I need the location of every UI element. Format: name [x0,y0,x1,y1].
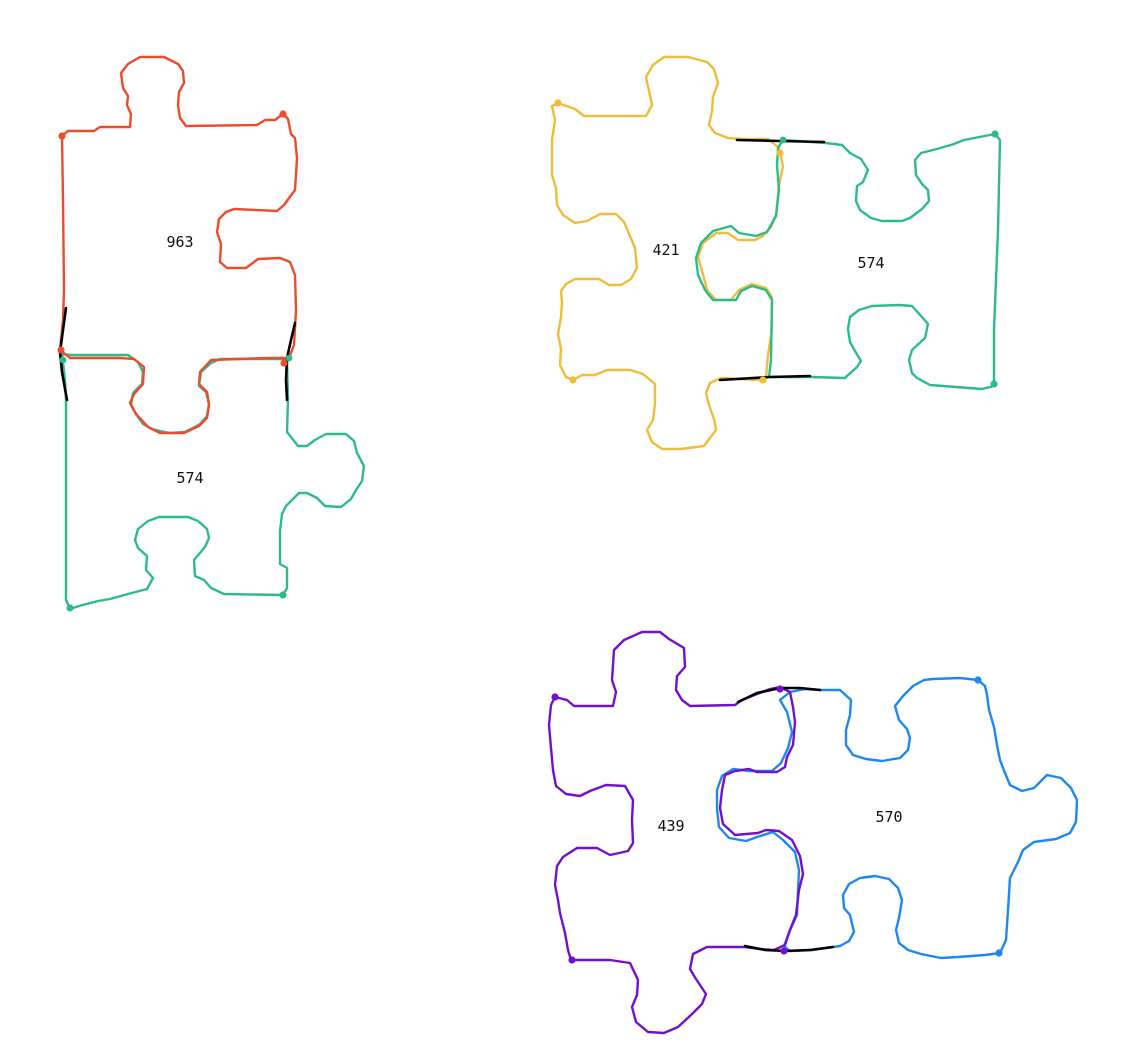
piece-439-outline [547,630,805,1035]
piece-label-963: 963 [166,233,193,251]
corner-dot [779,136,787,144]
piece-570-outline [715,676,1079,960]
corner-dot [285,354,293,362]
corner-dot [569,376,577,384]
corner-dot [568,956,576,964]
corner-dot [995,949,1003,957]
piece-963-outline [58,55,299,435]
corner-dot [280,359,288,367]
corner-dot [776,685,784,693]
corner-dot [279,591,287,599]
piece-574-left-outline [60,352,366,611]
corner-dot [990,380,998,388]
pair-439-570: 439 570 [547,630,1079,1035]
corner-dot [991,130,999,138]
corner-dot [759,376,767,384]
corner-dot [551,693,559,701]
corner-dot [59,356,67,364]
corner-dot [58,132,66,140]
piece-574-right-outline [694,132,1002,391]
corner-dot [279,110,287,118]
corner-dot [554,99,562,107]
corner-dot [974,676,982,684]
piece-421-outline [550,55,785,451]
seam-bottom-bottom [743,944,835,953]
corner-dot [57,346,65,354]
corner-dot [780,947,788,955]
seam-right-bottom [718,374,812,382]
corner-dot [776,149,784,157]
corner-dot [66,604,74,612]
pair-421-574: 421 574 [550,55,1002,451]
piece-label-574-left: 574 [176,469,203,487]
piece-label-439: 439 [657,817,684,835]
piece-label-421: 421 [652,241,679,259]
piece-label-574-right: 574 [857,254,884,272]
pair-963-574: 963 574 [57,55,366,612]
piece-label-570: 570 [875,808,902,826]
